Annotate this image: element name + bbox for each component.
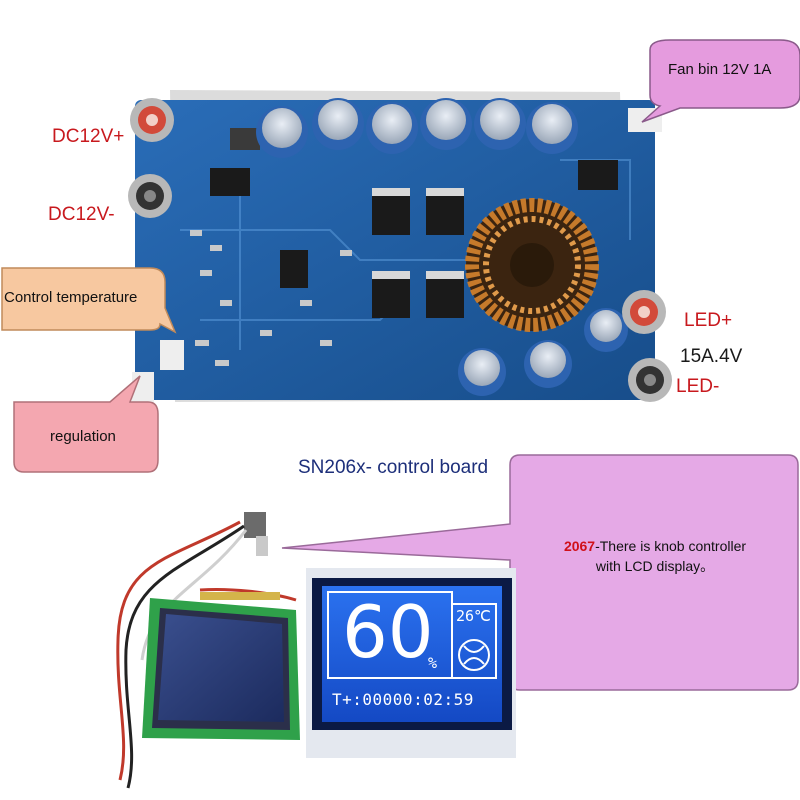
rating-label: 15A.4V <box>680 346 743 367</box>
regulation-callout-shape <box>13 375 159 473</box>
dc12v-plus-label: DC12V+ <box>52 126 125 147</box>
board-caption: SN206x- control board <box>298 457 489 478</box>
lcd-temperature: 26℃ <box>456 607 491 625</box>
lcd-unit: % <box>428 654 438 672</box>
knob-callout-rest: -There is knob controller <box>595 538 747 554</box>
control-temperature-callout-text: Control temperature <box>4 289 138 306</box>
knob-callout-highlight: 2067 <box>563 538 596 554</box>
fan-callout-text: Fan bin 12V 1A <box>668 61 772 78</box>
knob-potentiometer <box>244 512 268 556</box>
dc12v-minus-label: DC12V- <box>48 204 115 225</box>
lcd-timer: T+:00000:02:59 <box>332 690 474 709</box>
led-plus-label: LED+ <box>684 310 733 331</box>
knob-callout-text: 2067-There is knob controller with LCD d… <box>522 536 788 576</box>
fan-callout-shape <box>641 39 800 123</box>
regulation-callout-text: regulation <box>50 428 116 445</box>
knob-callout-line2: with LCD display。 <box>595 558 715 574</box>
lcd-closeup <box>306 568 516 758</box>
pcb-board <box>128 90 672 406</box>
control-temp-callout-shape <box>1 267 177 334</box>
knob-callout-shape <box>281 454 799 691</box>
lcd-big-value: 60 <box>342 590 434 674</box>
led-minus-label: LED- <box>676 376 720 397</box>
lcd-module <box>142 592 300 740</box>
